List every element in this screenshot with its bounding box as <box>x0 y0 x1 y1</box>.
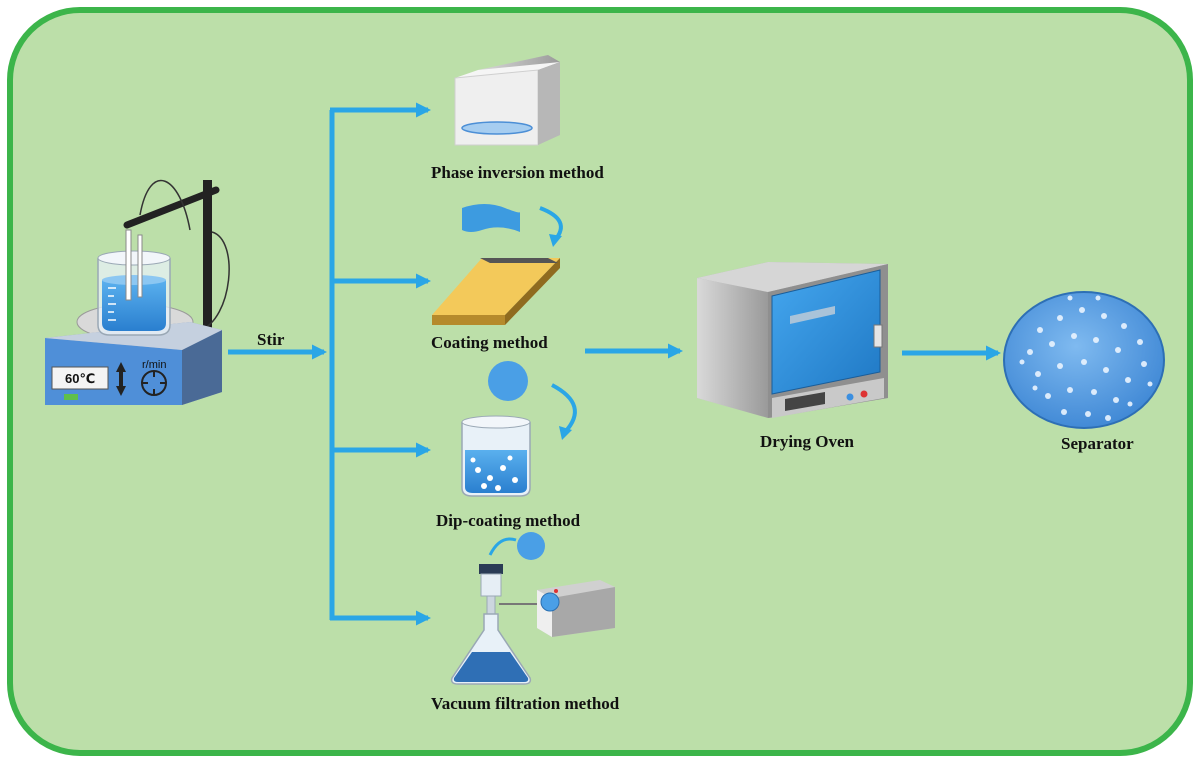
separator-label: Separator <box>1061 434 1134 453</box>
flow-arrows <box>228 102 1001 626</box>
dip-coating-icon <box>461 361 577 497</box>
phase-inversion-label: Phase inversion method <box>431 163 604 182</box>
separator-icon <box>1003 291 1165 429</box>
speed-unit-label: r/min <box>142 359 166 371</box>
drying-oven-label: Drying Oven <box>760 432 854 451</box>
temperature-readout: 60℃ <box>65 371 95 386</box>
phase-inversion-icon <box>454 55 560 146</box>
vacuum-filtration-label: Vacuum filtration method <box>431 694 620 713</box>
dip-coating-label: Dip-coating method <box>436 511 581 530</box>
coating-label: Coating method <box>431 333 548 352</box>
vacuum-filtration-icon <box>450 532 615 685</box>
stir-label: Stir <box>257 330 285 349</box>
coating-icon <box>432 204 563 325</box>
background-panel <box>7 7 1193 756</box>
drying-oven-icon <box>697 262 888 418</box>
magnetic-stirrer-icon <box>45 179 230 405</box>
